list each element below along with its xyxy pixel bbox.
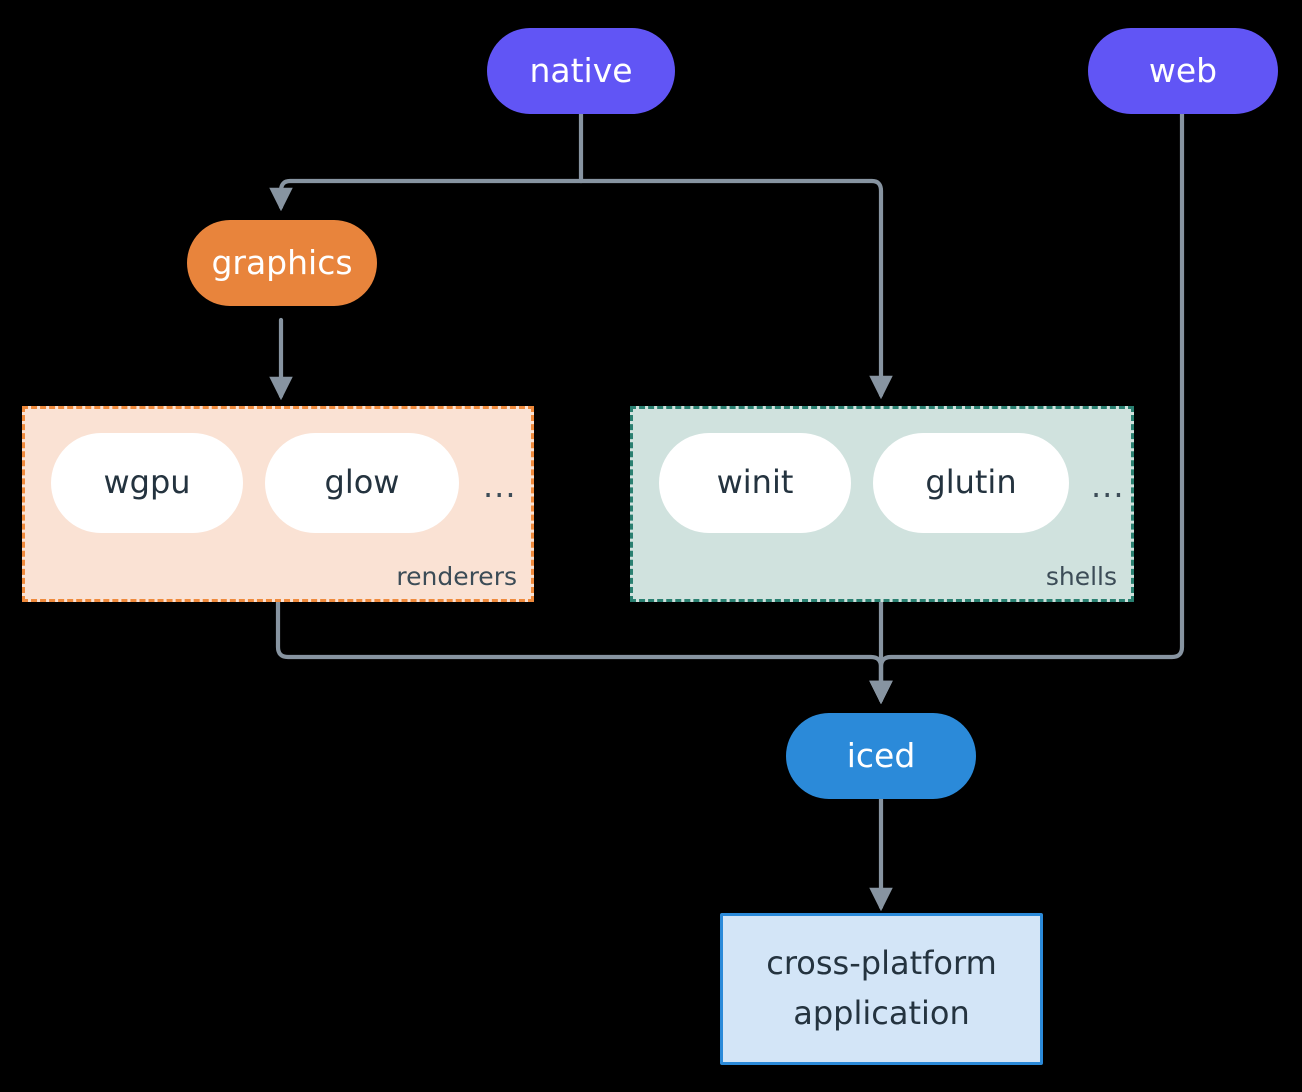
node-web-label: web [1148,50,1218,90]
node-native[interactable]: native [487,28,675,114]
node-application-line2: application [793,994,970,1032]
group-shells-label: shells [1045,562,1117,591]
renderers-ellipsis: ... [483,467,517,505]
node-glutin-label: glutin [925,463,1017,502]
node-native-label: native [529,50,633,90]
node-iced[interactable]: iced [786,713,976,799]
node-glutin[interactable]: glutin [873,433,1069,533]
group-renderers-label: renderers [396,562,517,591]
node-web[interactable]: web [1088,28,1278,114]
node-glow[interactable]: glow [265,433,459,533]
group-shells: winit glutin ... shells [630,406,1134,602]
node-application-line1: cross-platform [766,944,997,983]
node-graphics[interactable]: graphics [187,220,377,306]
edge-renderers-to-iced [275,599,893,705]
node-winit[interactable]: winit [659,433,851,533]
node-glow-label: glow [324,463,400,502]
node-wgpu[interactable]: wgpu [51,433,243,533]
node-iced-label: iced [846,735,916,775]
shells-ellipsis: ... [1091,467,1125,505]
edge-native-to-shells [578,178,893,400]
group-renderers: wgpu glow ... renderers [22,406,534,602]
edge-native-to-graphics [269,178,584,212]
node-winit-label: winit [716,463,794,502]
node-application[interactable]: cross-platform application [720,913,1043,1065]
node-wgpu-label: wgpu [103,463,191,502]
node-graphics-label: graphics [211,242,353,282]
